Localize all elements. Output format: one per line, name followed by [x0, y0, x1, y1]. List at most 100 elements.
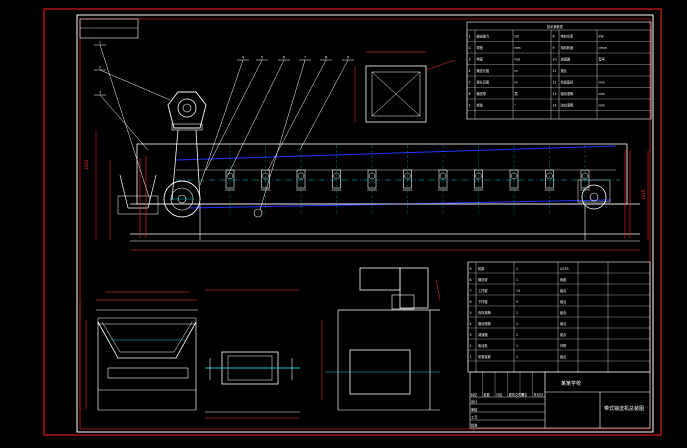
bom-cell: 电动机 [478, 343, 488, 348]
callout-leader: 6 [227, 56, 290, 176]
callout-number: 3 [99, 91, 101, 95]
bom-cell: 张紧装置 [478, 354, 491, 359]
param-cell: mm [599, 81, 605, 85]
param-cell: mm [599, 92, 605, 96]
callout-leader: 2 [94, 66, 171, 101]
bom-cell: 1 [516, 333, 518, 337]
end-view [79, 291, 198, 411]
bom-cell: 组合 [560, 354, 567, 359]
bom-cell: 减速器 [478, 332, 488, 337]
param-table-header: 技术参数表 [547, 24, 564, 29]
bom-cell: 上托辊 [478, 288, 488, 293]
stamp-box [79, 18, 139, 39]
inner-frame [76, 14, 654, 433]
bom-cell: 驱动滚筒 [478, 321, 491, 326]
title-block-role: 审核 [471, 407, 478, 412]
title-block-col: 分区 [496, 392, 503, 397]
callout-leader: 4 [199, 56, 249, 186]
callout-leader: 8 [267, 56, 332, 171]
title-block-col: 年月日 [534, 392, 544, 397]
param-cell: 10 [553, 58, 557, 62]
param-cell: 2 [469, 46, 471, 50]
param-cell: 带速 [477, 57, 484, 62]
title-block-role: 设计 [471, 399, 478, 404]
param-cell: 电机转速 [561, 45, 575, 50]
outer-frame [43, 8, 662, 436]
bom-cell: 7 [470, 289, 472, 293]
callout-number: 1 [99, 41, 101, 45]
title-block-role: 批准 [471, 422, 478, 427]
param-cell: 型号 [599, 57, 605, 62]
param-cell: 8 [553, 35, 555, 39]
title-block: 某某学校 带式输送机总装图 标记处数分区更改文件号签名年月日 设计审核工艺批准 [469, 371, 651, 429]
param-cell: 速比 [561, 68, 567, 73]
school-name: 某某学校 [561, 380, 581, 387]
title-block-col: 标记 [471, 392, 478, 397]
param-cell: 12 [553, 81, 557, 85]
title-block-col: 更改文件号 [509, 392, 525, 397]
drive-assembly-view [321, 267, 441, 411]
bom-cell: 13 [516, 289, 520, 293]
param-cell: m [515, 81, 518, 85]
bom-cell: 下托辊 [478, 299, 488, 304]
bom-cell: 组合 [560, 310, 567, 315]
bom-cell: 1 [516, 267, 518, 271]
callout-number: 5 [261, 56, 263, 60]
param-cell: 5 [469, 81, 471, 85]
pulley-section-view [205, 289, 300, 419]
callout-number: 2 [99, 66, 101, 70]
param-cell: 输送能力 [477, 34, 490, 39]
title-block-col: 处数 [484, 392, 491, 397]
param-cell: ° [515, 104, 517, 108]
hopper-plan-view [354, 51, 456, 123]
bom-cell: 6 [470, 300, 472, 304]
callout-leader: 3 [94, 91, 149, 151]
idler [438, 145, 448, 215]
idler [544, 145, 555, 215]
param-cell: 9 [553, 46, 555, 50]
bom-cell: Q235 [560, 267, 569, 271]
param-cell: kW [599, 35, 605, 39]
param-cell: 托辊直径 [561, 80, 575, 85]
bom-cell: 3 [470, 333, 472, 337]
bom-cell: 2 [470, 344, 472, 348]
drawing-title: 带式输送机总装图 [604, 405, 644, 412]
param-cell: 4 [469, 69, 471, 73]
bom-cell: 机架 [478, 266, 485, 271]
param-cell: 倾角 [477, 103, 483, 108]
callout-leader: 5 [205, 56, 268, 171]
param-cell: 层 [515, 91, 518, 96]
tail-pulley [581, 184, 607, 210]
upper-belt [175, 145, 617, 161]
drawing-border [79, 18, 651, 430]
left-dimension-label: 1020 [84, 159, 89, 170]
callout-leader: 7 [259, 56, 311, 211]
callout-leader: 1 [94, 41, 151, 201]
param-cell: 13 [553, 92, 557, 96]
title-block-col: 签名 [521, 392, 527, 397]
bom-cell: 组合 [560, 288, 567, 293]
param-cell: 减速器 [561, 57, 571, 62]
param-cell: mm [515, 46, 521, 50]
param-cell: 11 [553, 69, 557, 73]
bom-cell: 9 [470, 267, 472, 271]
callout-number: 9 [347, 56, 349, 60]
param-cell: 电机功率 [561, 34, 575, 39]
conveyor-elevation: 1020 1015 [84, 91, 649, 251]
bom-cell: 4 [470, 322, 472, 326]
bom-cell: 外购 [560, 343, 566, 348]
bom-cell: 组合 [560, 332, 567, 337]
param-cell: 输送长度 [477, 68, 491, 73]
bom-cell: 组合 [560, 321, 567, 326]
callout-number: 4 [242, 56, 244, 60]
param-cell: m/s [515, 58, 521, 62]
param-cell: t/h [515, 35, 519, 39]
bom-cell: 橡胶 [560, 277, 567, 282]
param-cell: 14 [553, 104, 557, 108]
callout-number: 7 [304, 56, 306, 60]
idler [225, 145, 235, 215]
